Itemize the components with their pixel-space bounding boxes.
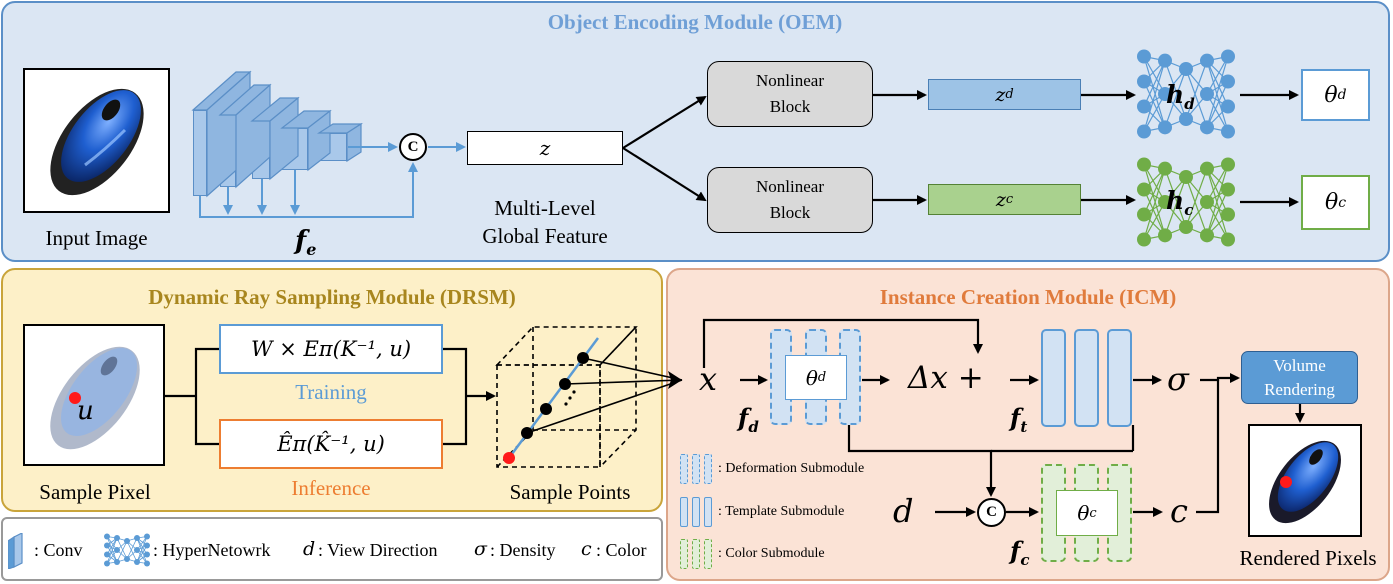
oem-panel	[1, 1, 1390, 262]
legend-template-icon	[680, 497, 688, 527]
legend-density-text: : Density	[490, 540, 556, 560]
icm-x-label: x	[699, 360, 718, 398]
drsm-title: Dynamic Ray Sampling Module (DRSM)	[148, 285, 516, 309]
fd-label: fd	[738, 403, 759, 436]
legend-deform-icon-b	[692, 454, 700, 484]
rendered-pixel-dot	[1280, 476, 1292, 488]
mlgf-label-1: Multi-Level	[494, 196, 596, 220]
conv-layer-2	[220, 115, 236, 187]
oem-title: Object Encoding Module (OEM)	[547, 10, 843, 34]
mouse-image-rendered	[1269, 440, 1341, 524]
legend-panel	[1, 517, 663, 581]
legend-color-meaning-text: : Color	[596, 540, 647, 560]
inference-label: Inference	[291, 476, 371, 500]
z-feature-box: z	[467, 131, 623, 165]
legend-conv-text: : Conv	[34, 540, 83, 560]
hc-label: hc	[1166, 186, 1194, 219]
legend-color-icon	[680, 539, 688, 569]
hd-label: hd	[1166, 80, 1195, 113]
sample-pixel-dot	[69, 392, 81, 404]
mlgf-label-2: Global Feature	[482, 224, 608, 248]
conv-layer-4	[282, 128, 308, 170]
legend-conv-icon	[7, 532, 30, 570]
icm-d-label: d	[893, 492, 914, 530]
ft-label: ft	[1010, 403, 1028, 436]
legend-sigma-symbol: σ	[474, 538, 487, 560]
template-col-3	[1107, 329, 1132, 427]
sigma-label: σ	[1167, 360, 1189, 398]
legend-color-icon-c	[704, 539, 712, 569]
input-image	[23, 68, 170, 213]
training-label: Training	[295, 380, 367, 404]
u-label: u	[77, 396, 94, 426]
fc-label: fc	[1010, 536, 1030, 569]
oem-concat-node: C	[399, 133, 427, 161]
legend-view-direction-text: : View Direction	[318, 540, 438, 560]
legend-deform-icon-c	[704, 454, 712, 484]
sample-points-label: Sample Points	[509, 480, 631, 504]
training-formula-box: W × Eπ(K⁻¹, u)	[219, 324, 443, 374]
legend-hypernetwork-icon	[103, 530, 151, 570]
legend-template-text: : Template Submodule	[718, 504, 845, 519]
legend-deformation-text: : Deformation Submodule	[718, 461, 865, 476]
inference-formula-box: Êπ(K̂⁻¹, u)	[219, 419, 443, 469]
legend-color-text: : Color Submodule	[718, 546, 825, 561]
template-col-1	[1041, 329, 1066, 427]
icm-title: Instance Creation Module (ICM)	[879, 285, 1177, 309]
template-col-2	[1074, 329, 1099, 427]
icm-c-label: c	[1170, 492, 1188, 530]
rendered-pixels-image	[1248, 424, 1362, 537]
legend-hypernetwork-text: : HyperNetowrk	[153, 540, 271, 560]
color-col-3	[1107, 464, 1132, 562]
legend-template-icon-c	[704, 497, 712, 527]
rendered-pixels-label: Rendered Pixels	[1239, 546, 1377, 570]
legend-template-icon-b	[692, 497, 700, 527]
input-image-label: Input Image	[45, 226, 148, 250]
legend-deform-icon	[680, 454, 688, 484]
fe-label: fe	[295, 226, 317, 260]
sample-pixel-label: Sample Pixel	[39, 480, 151, 504]
mouse-image	[50, 88, 144, 196]
conv-layer-3	[252, 121, 270, 179]
mouse-image-faded	[50, 346, 140, 450]
legend-d-symbol: d	[303, 538, 316, 560]
conv-layer-1	[193, 110, 207, 196]
delta-x-label: Δx +	[908, 360, 984, 396]
legend-color-icon-b	[692, 539, 700, 569]
conv-layer-5	[319, 133, 347, 161]
legend-c-symbol: c	[581, 538, 592, 560]
icm-concat-node: C	[977, 498, 1006, 527]
sample-pixel-image	[23, 324, 165, 466]
